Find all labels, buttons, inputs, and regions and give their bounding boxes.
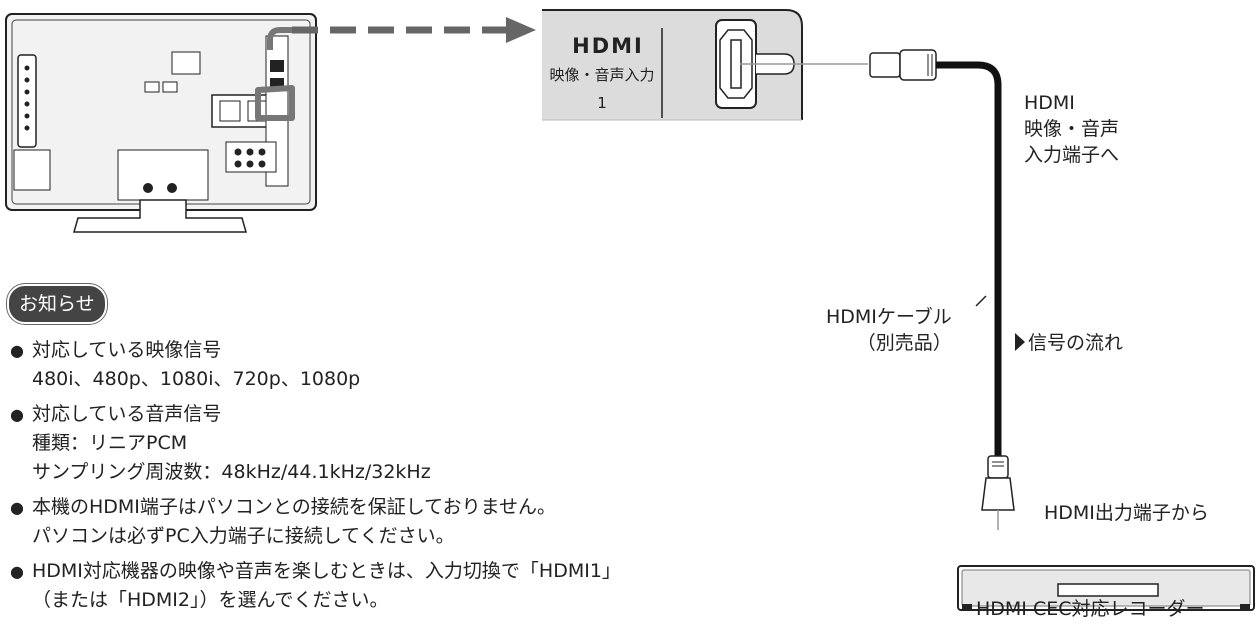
recorder-output-label: HDMI出力端子から	[1044, 502, 1209, 524]
bullet-icon: ●	[10, 562, 24, 581]
panel-input-label: 映像・音声入力	[549, 66, 655, 84]
notice-item-sub: （または「HDMI2」）を選んでください。	[32, 589, 389, 611]
cable-label-line: HDMIケーブル	[826, 306, 952, 328]
bullet-icon: ●	[10, 405, 24, 424]
notice-item-text: 対応している音声信号	[32, 403, 222, 425]
recorder-device	[957, 565, 1255, 611]
notice-item: ● 本機のHDMI端子はパソコンとの接続を保証しておりません。 パソコンは必ずP…	[8, 493, 621, 551]
notice-item: ● 対応している音声信号 種類：リニアPCM サンプリング周波数：48kHz/4…	[8, 400, 621, 487]
panel-input-number: 1	[597, 94, 607, 112]
notice-item-sub: サンプリング周波数：48kHz/44.1kHz/32kHz	[32, 461, 431, 483]
tv-terminal-label-line: 入力端子へ	[1024, 144, 1120, 166]
notice-item-text: HDMI対応機器の映像や音声を楽しむときは、入力切換で「HDMI1」	[32, 560, 621, 582]
tv-terminal-label: HDMI 映像・音声 入力端子へ	[1024, 90, 1119, 168]
notice-item-text: 対応している映像信号	[32, 339, 222, 361]
callout-arrow	[292, 17, 536, 43]
signal-flow-arrow-icon	[1015, 333, 1025, 351]
recorder-label: HDMI CEC対応レコーダー	[976, 598, 1205, 620]
tv-terminal-label-line: HDMI	[1024, 92, 1075, 114]
signal-flow-label: 信号の流れ	[1028, 332, 1124, 354]
hdmi-cable	[740, 49, 1015, 530]
tv-terminal-label-line: 映像・音声	[1024, 118, 1120, 140]
bullet-icon: ●	[10, 498, 24, 517]
cable-plug-top-icon	[869, 49, 937, 81]
notice-item: ● HDMI対応機器の映像や音声を楽しむときは、入力切換で「HDMI1」 （また…	[8, 557, 621, 615]
notice-item: ● 対応している映像信号 480i、480p、1080i、720p、1080p	[8, 336, 621, 394]
notice-badge: お知らせ	[7, 284, 107, 324]
tv-rear-view	[5, 13, 317, 233]
cable-plug-bottom-icon	[981, 455, 1015, 511]
notice-item-sub: パソコンは必ずPC入力端子に接続してください。	[32, 525, 455, 547]
notice-item-text: 本機のHDMI端子はパソコンとの接続を保証しておりません。	[32, 496, 557, 518]
notice-item-sub: 480i、480p、1080i、720p、1080p	[32, 368, 361, 390]
cable-label: HDMIケーブル （別売品）	[826, 304, 952, 356]
hdmi-logo: HDMI	[572, 34, 644, 58]
notice-item-sub: 種類：リニアPCM	[32, 432, 188, 454]
bullet-icon: ●	[10, 341, 24, 360]
cable-label-line: （別売品）	[856, 332, 952, 354]
notice-list: ● 対応している映像信号 480i、480p、1080i、720p、1080p …	[8, 336, 621, 621]
hdmi-input-panel	[542, 0, 803, 121]
